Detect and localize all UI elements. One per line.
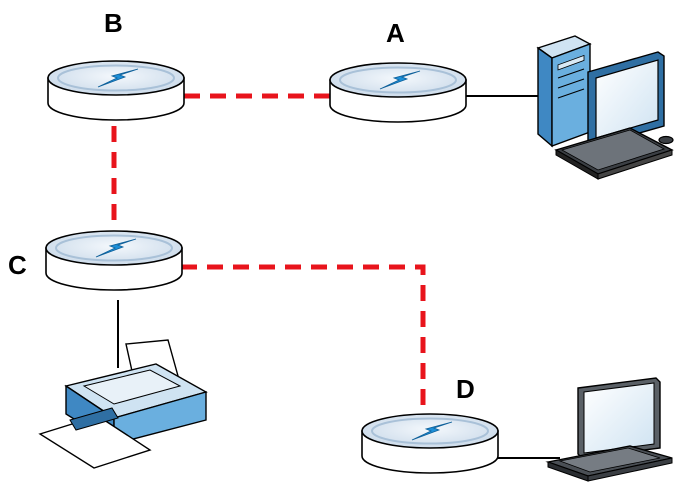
node-label-d: D [456, 374, 475, 404]
access-point-b [47, 60, 185, 121]
access-point-d [361, 413, 499, 474]
node-label-c: C [8, 250, 27, 280]
printer-icon [38, 339, 208, 469]
laptop-icon [545, 377, 673, 482]
node-label-a: A [386, 18, 405, 48]
node-label-b: B [104, 8, 123, 38]
wireless-link-c-d [181, 264, 426, 412]
access-point-c [45, 230, 183, 291]
access-point-a [329, 62, 467, 123]
desktop-computer-icon [536, 35, 674, 180]
